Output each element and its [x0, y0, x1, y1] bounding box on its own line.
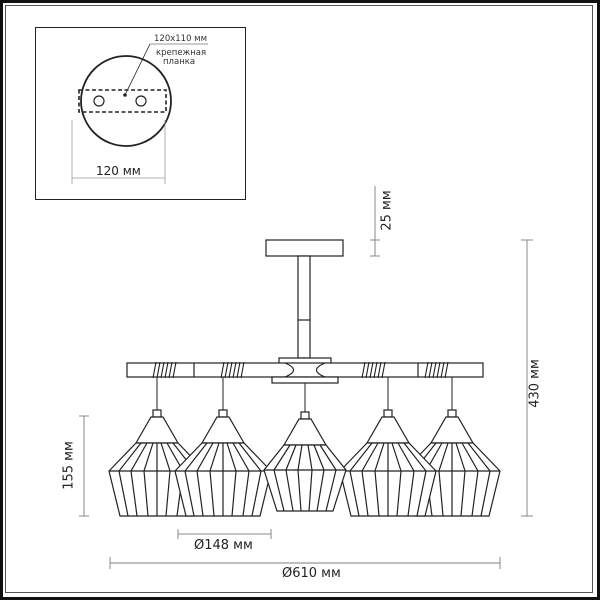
plate-label-line2: планка: [163, 57, 196, 67]
dimension-lines: [79, 186, 533, 569]
arm-bar: [126, 357, 484, 384]
canopy-height-label: 25 мм: [379, 190, 395, 231]
inner-frame: [5, 5, 593, 593]
total-height-label: 430 мм: [527, 359, 543, 408]
mounting-plate-inset: [35, 27, 246, 200]
shade-3: [263, 383, 347, 512]
total-diameter-label: Ø610 мм: [282, 566, 341, 581]
shade-4: [339, 377, 437, 517]
base-diameter-label: 120 мм: [96, 164, 141, 178]
shade-diameter-label: Ø148 мм: [194, 538, 253, 553]
ceiling-base-circle: [71, 43, 208, 184]
plate-size-label: 120x110 мм: [154, 34, 208, 44]
canopy: [265, 239, 344, 359]
shade-2: [174, 377, 272, 517]
pendant-shades: [108, 377, 501, 517]
shade-height-label: 155 мм: [61, 441, 77, 490]
plate-label-line1: крепежная: [156, 48, 207, 58]
